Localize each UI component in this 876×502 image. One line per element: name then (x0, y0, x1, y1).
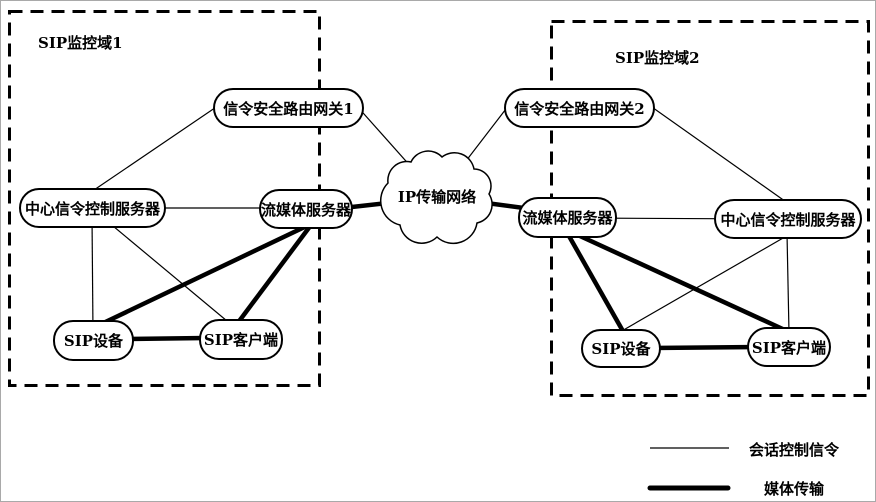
edge-dev2-cli2-media (650, 344, 760, 351)
edge-gw2-cs2 (648, 104, 790, 205)
node-central-signaling-server-2: 中心信令控制服务器 (714, 199, 862, 239)
node-media-server-2: 流媒体服务器 (518, 197, 617, 238)
node-central-signaling-server-1: 中心信令控制服务器 (19, 188, 166, 228)
edge-ms2-cli2-media (568, 228, 788, 334)
node-signaling-gateway-2: 信令安全路由网关2 (504, 88, 655, 128)
domain1-boundary (8, 10, 321, 387)
node-media-server-1: 流媒体服务器 (259, 189, 353, 229)
node-sip-device-1: SIP设备 (53, 320, 134, 361)
edge-ms1-dev1-media (96, 220, 314, 329)
node-sip-client-2: SIP客户端 (747, 327, 831, 367)
edge-cs1-cli1 (106, 220, 240, 332)
node-sip-device-2: SIP设备 (581, 329, 661, 368)
edge-ms2-dev2-media (563, 227, 626, 335)
node-sip-client-1: SIP客户端 (199, 319, 283, 360)
domain2-boundary (550, 20, 870, 397)
edge-ms1-cli1-media (235, 223, 313, 326)
cloud-shape (379, 150, 493, 245)
edge-cs1-dev1 (91, 215, 94, 334)
edge-cs2-cli2 (786, 232, 790, 334)
edge-cs2-dev2 (619, 233, 791, 333)
edge-dev1-cli1-media (125, 335, 207, 342)
node-signaling-gateway-1: 信令安全路由网关1 (213, 88, 364, 128)
legend-session-control-label: 会话控制信令 (749, 441, 840, 459)
edge-cs1-gw1 (93, 96, 232, 191)
domain2-label: SIP监控域2 (615, 49, 700, 67)
legend-media-transport-label: 媒体传输 (764, 480, 825, 498)
domain1-label: SIP监控域1 (38, 34, 123, 52)
cloud-label: IP传输网络 (397, 188, 477, 206)
